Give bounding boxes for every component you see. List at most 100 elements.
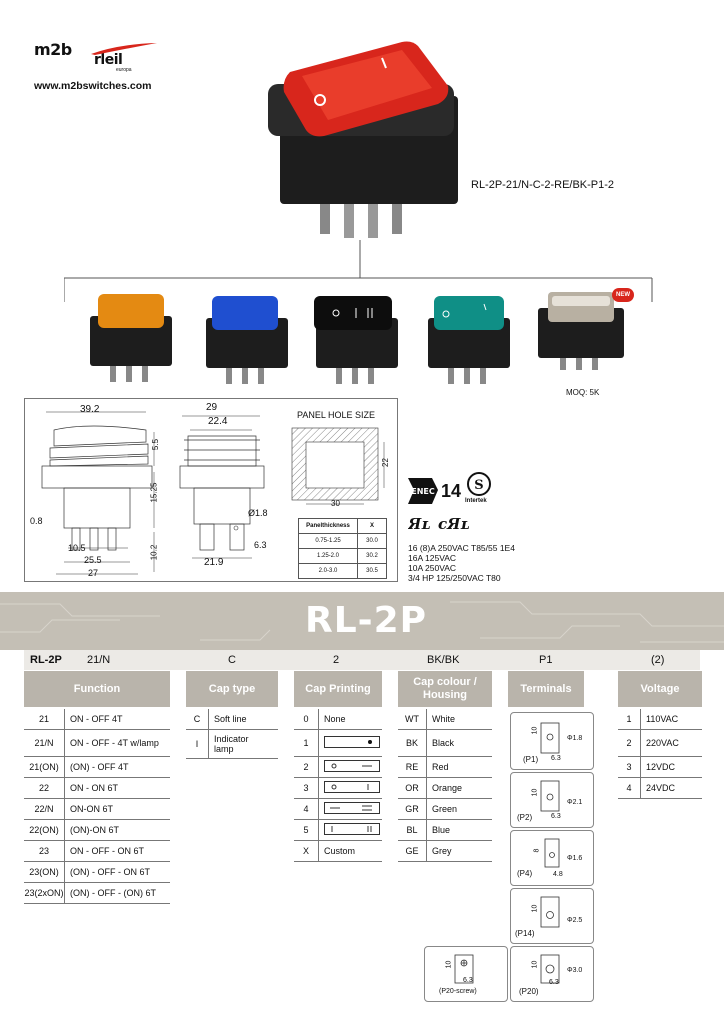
dim-d2: 10.5 xyxy=(68,543,86,553)
terminal-p1: 10 Φ1.8 6.3 (P1) xyxy=(510,712,594,770)
function-code: 21(ON) xyxy=(24,757,65,777)
panel-hole-width: 30 xyxy=(331,499,340,508)
colour-name: Orange xyxy=(432,783,463,793)
terminal-p1-code: (P1) xyxy=(523,755,539,764)
rating-line: 16 (8)A 250VAC T85/55 1E4 xyxy=(408,543,515,553)
cap-type-code: C xyxy=(186,709,209,729)
colour-name: Blue xyxy=(432,825,451,835)
dim-w2: 22.4 xyxy=(208,416,228,427)
terminal-p4-w: 4.8 xyxy=(553,871,563,878)
logo-rleil: rleil xyxy=(94,52,123,68)
printing-symbol-3 xyxy=(319,781,380,795)
colour-name: Black xyxy=(432,738,455,748)
function-desc: (ON) - OFF - (ON) 6T xyxy=(70,888,156,898)
terminal-p1-drawing xyxy=(540,722,560,754)
code-part-colour: BK/BK xyxy=(427,654,460,666)
printing-code: 4 xyxy=(294,799,319,819)
printing-code: 2 xyxy=(294,757,319,777)
website-link[interactable]: www.m2bswitches.com xyxy=(34,80,152,92)
voltage-code: 4 xyxy=(618,778,641,798)
table-row: 22(ON) (ON)-ON 6T xyxy=(24,820,170,841)
terminal-p20-screw: 10 6.3 (P20-screw) xyxy=(424,946,508,1002)
header-cap-type: Cap type xyxy=(186,671,278,707)
function-desc: ON - OFF - ON 6T xyxy=(70,846,144,856)
header-terminals: Terminals xyxy=(508,671,584,707)
terminal-p14-drawing xyxy=(540,896,560,928)
voltage-value: 220VAC xyxy=(646,738,679,748)
ratings-list: 16 (8)A 250VAC T85/55 1E4 16A 125VAC 10A… xyxy=(408,543,515,583)
function-desc: (ON) - OFF 4T xyxy=(70,762,129,772)
printing-symbol-1 xyxy=(319,736,380,750)
dim-width: 39.2 xyxy=(80,404,100,415)
table-row: 23 ON - OFF - ON 6T xyxy=(24,841,170,862)
terminal-p20: 10 Φ3.0 6.3 (P20) xyxy=(510,946,594,1002)
dim-dia: Ø1.8 xyxy=(248,508,268,518)
printing-symbol-4 xyxy=(319,802,380,816)
terminal-p20-dia: Φ3.0 xyxy=(567,967,583,974)
rating-line: 10A 250VAC xyxy=(408,563,457,573)
function-code: 22(ON) xyxy=(24,820,65,840)
dim-side-h3: 10.2 xyxy=(149,544,159,561)
table-row: 1 xyxy=(294,730,382,757)
terminal-p1-h: 10 xyxy=(531,726,539,735)
enec-number: 14 xyxy=(441,481,462,501)
colour-name: Red xyxy=(432,762,449,772)
code-part-printing: 2 xyxy=(333,654,340,666)
terminal-p2-dia: Φ2.1 xyxy=(567,799,583,806)
dim-side-h1: 5.5 xyxy=(151,438,161,451)
function-code: 22/N xyxy=(24,799,65,819)
terminal-p20-w: 6.3 xyxy=(549,979,559,986)
function-code: 22 xyxy=(24,778,65,798)
panel-hole-title: PANEL HOLE SIZE xyxy=(297,410,376,420)
function-code: 21/N xyxy=(24,730,65,756)
function-desc: ON - OFF - 4T w/lamp xyxy=(70,738,159,748)
function-desc: ON - OFF 4T xyxy=(70,714,123,724)
header-function-label: Function xyxy=(73,682,121,695)
function-desc: (ON)-ON 6T xyxy=(70,825,119,835)
cap-type-code: I xyxy=(186,730,209,758)
terminal-p2-drawing xyxy=(540,780,560,812)
terminal-p2-code: (P2) xyxy=(517,813,533,822)
header-cap-printing: Cap Printing xyxy=(294,671,382,707)
title-banner xyxy=(0,592,724,650)
terminal-p2-w: 6.3 xyxy=(551,813,561,820)
voltage-code: 3 xyxy=(618,757,641,777)
enec-mark-icon: ENEC xyxy=(408,478,438,504)
dim-side-h2: 15.25 xyxy=(149,482,159,503)
colour-code: RE xyxy=(398,757,427,777)
printing-code: 0 xyxy=(294,709,319,729)
function-desc: ON-ON 6T xyxy=(70,804,114,814)
dim-d6: 21.9 xyxy=(204,557,224,568)
header-cap-colour-label: Cap colour / Housing xyxy=(413,676,477,701)
panel-table-cell: 1.25-2.0 xyxy=(298,548,358,564)
panel-table-cell: 2.0-3.0 xyxy=(298,563,358,579)
switch-variant-black xyxy=(314,296,398,384)
printing-desc: None xyxy=(324,714,346,724)
banner-circuit-pattern xyxy=(0,601,724,643)
table-row: 0 None xyxy=(294,709,382,730)
printing-desc: Custom xyxy=(324,846,356,856)
variants-connector xyxy=(64,240,653,302)
header-cap-type-label: Cap type xyxy=(208,682,256,695)
function-code: 23 xyxy=(24,841,65,861)
terminal-p2-h: 10 xyxy=(531,788,539,797)
header-terminals-label: Terminals xyxy=(520,682,572,695)
dim-d1: 0.8 xyxy=(30,516,43,526)
table-row: 3 xyxy=(294,778,382,799)
voltage-value: 110VAC xyxy=(646,714,679,724)
table-row: 23(2xON)(ON) - OFF - (ON) 6T xyxy=(24,883,170,904)
brand-logo: m2b rleil europa xyxy=(34,40,164,73)
dim-d3: 25.5 xyxy=(84,555,102,565)
function-code: 21 xyxy=(24,709,65,729)
terminal-p4-code: (P4) xyxy=(517,869,533,878)
printing-symbol-2 xyxy=(319,760,380,774)
